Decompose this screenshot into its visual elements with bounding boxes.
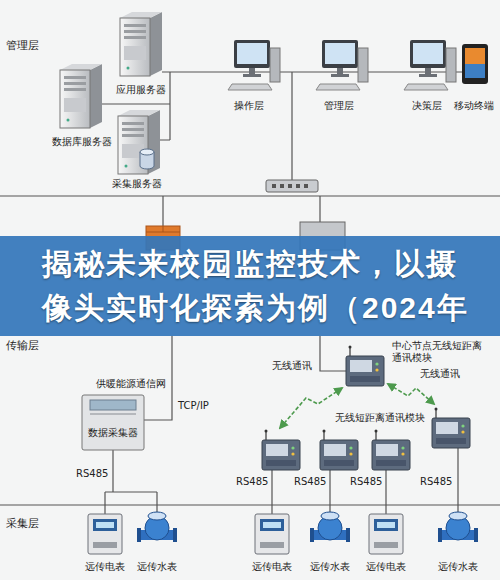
device-label: 操作层 [234,100,264,112]
database-icon [140,149,154,155]
node-wire [320,336,346,371]
collector-icon [90,400,136,410]
device-label: 远传水表 [310,561,350,573]
protocol-label: RS485 [420,476,452,488]
link-label: 无线通讯 [420,368,460,380]
device-label: 远传水表 [137,561,177,573]
switch-wire [291,72,292,180]
workstation-icon [316,40,368,90]
electric-meter-icon [255,514,289,554]
collector-icon [82,395,144,450]
device-label: 远传电表 [85,561,125,573]
device-label: 远传电表 [366,561,406,573]
firewall-icon [146,226,180,232]
switch-icon [280,184,284,188]
water-meter-icon [310,512,350,542]
database-icon [140,149,154,169]
protocol-label: RS485 [294,476,326,488]
device-label: 管理层 [324,100,354,112]
protocol-label: TCP/IP [178,400,209,412]
layer-label: 采集层 [6,518,39,530]
wireless-arrow [280,388,342,428]
device-label: 应用服务器 [116,84,166,96]
protocol-label: RS485 [236,476,268,488]
server-icon [118,110,160,174]
network-wires [0,72,500,514]
water-meter-icon [137,512,177,542]
wireless-arrow [388,384,434,404]
workstation-icon [228,40,280,90]
headline-band: 揭秘未来校园监控技术，以摄像头实时化探索为例（2024年 [0,236,500,336]
link-label: 无线通讯 [272,360,312,372]
layer-line [0,195,500,196]
switch-icon [266,180,318,192]
device-label: 中心节点无线短距离通讯模块 [392,340,486,364]
water-meter-icon [438,512,478,542]
device-label: 无线短距离通讯模块 [335,412,425,424]
layer-label: 管理层 [6,40,39,52]
device-label: 移动终端 [454,100,494,112]
device-label: 决策层 [412,100,442,112]
banner-title: 揭秘未来校园监控技术，以摄像头实时化探索为例（2024年 [42,236,478,330]
collector-icon [90,413,136,415]
electric-meter-icon [88,514,122,554]
protocol-label: RS485 [76,468,108,480]
device-label: 数据采集器 [88,427,138,439]
switch-icon [304,184,308,188]
device-label: 远传电表 [252,561,292,573]
device-label: 远传水表 [438,561,478,573]
device-label: 采集服务器 [112,178,162,190]
tablet-icon [462,44,488,84]
layer-line [0,504,500,505]
device-label: 数据库服务器 [52,136,112,148]
switch-icon [288,184,292,188]
wireless-module-icon [262,430,300,471]
wireless-module-icon [372,430,410,471]
server-icon [60,64,102,128]
firewall-wire [162,196,163,226]
switch-icon [296,184,300,188]
wireless-module-icon [320,430,358,471]
tablet-icon [465,64,485,78]
wireless-module-icon [346,346,384,387]
switch-icon [266,180,318,192]
wireless-module-icon [432,408,470,449]
tablet-icon [465,48,485,78]
node-wire [319,196,320,222]
tablet-icon [462,44,488,84]
electric-meter-icon [369,514,403,554]
bus-line [162,71,462,72]
collector-icon [82,395,144,450]
layer-label: 传输层 [6,340,39,352]
network-label: 供暖能源通信网 [96,378,166,390]
protocol-label: RS485 [350,476,382,488]
switch-icon [272,184,276,188]
workstation-icon [404,40,456,90]
server-icon [120,12,162,76]
